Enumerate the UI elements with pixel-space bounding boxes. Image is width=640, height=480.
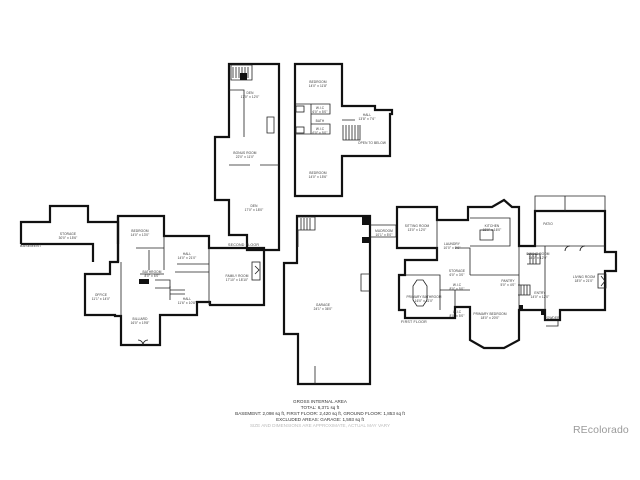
summary-total: TOTAL: 6,371 sq ft — [300, 405, 340, 410]
floor-label-second-floor: SECOND FLOOR — [228, 243, 260, 247]
area-summary: GROSS INTERNAL AREA TOTAL: 6,371 sq ft B… — [200, 399, 440, 429]
room-label: BATH — [315, 119, 325, 123]
floor-label-first-floor: FIRST FLOOR — [401, 320, 427, 324]
watermark-logo: REcolorado — [573, 424, 629, 436]
summary-breakdown: BASEMENT: 2,098 sq ft, FIRST FLOOR: 2,42… — [235, 411, 405, 416]
second-floor-west-plan — [83, 214, 266, 347]
room-label: POWDER — [544, 316, 560, 320]
room-label: PATIO — [543, 222, 553, 226]
room-label: OPEN TO BELOW — [358, 141, 386, 145]
first-floor-plan — [395, 195, 618, 350]
upper-floor-plan — [293, 62, 394, 198]
ground-floor-plan — [282, 214, 397, 386]
summary-title: GROSS INTERNAL AREA — [293, 399, 347, 404]
summary-disclaimer: SIZE AND DIMENSIONS ARE APPROXIMATE, ACT… — [249, 423, 391, 428]
floor-label-basement: BASEMENT — [20, 244, 42, 248]
basement-plan — [19, 204, 120, 262]
summary-excluded: EXCLUDED AREAS: GARAGE: 1,593 sq ft — [276, 417, 364, 422]
second-floor-tower-plan — [213, 62, 281, 252]
